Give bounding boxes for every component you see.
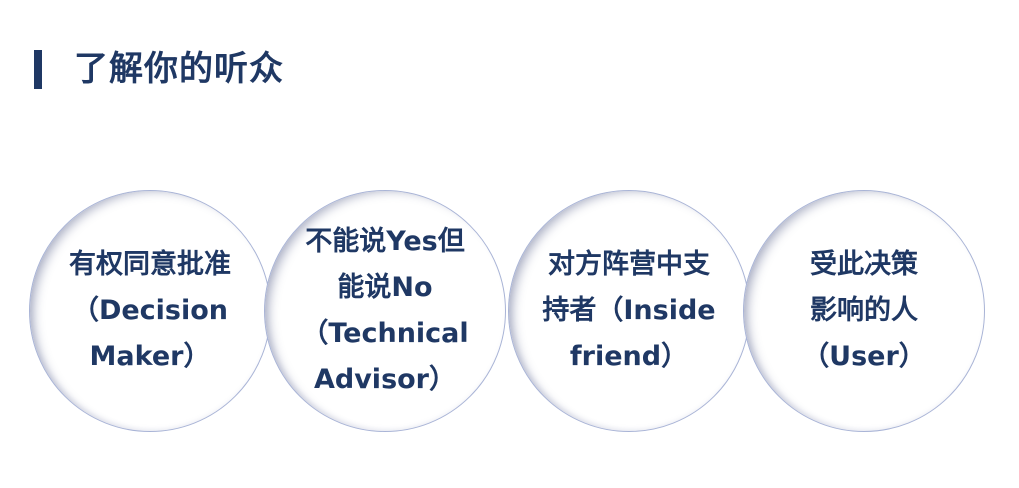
circle-text: 受此决策 影响的人 （User） [774, 242, 954, 380]
circle-line: 能说No [337, 272, 433, 303]
title-accent-bar [34, 50, 42, 89]
circle-decision-maker: 有权同意批准 （Decision Maker） [29, 190, 271, 432]
circle-line: 受此决策 [810, 249, 918, 280]
page-title: 了解你的听众 [74, 49, 284, 89]
circle-line: （Decision [71, 295, 229, 326]
circle-line: Maker） [89, 341, 211, 372]
circle-line: 有权同意批准 [69, 249, 231, 280]
circle-line: 影响的人 [810, 295, 918, 326]
circle-line: 持者（Inside [542, 295, 716, 326]
circle-line: friend） [569, 341, 689, 372]
circle-technical-advisor: 不能说Yes但 能说No （Technical Advisor） [264, 190, 506, 432]
circle-text: 对方阵营中支 持者（Inside friend） [539, 242, 719, 380]
circle-inside-friend: 对方阵营中支 持者（Inside friend） [508, 190, 750, 432]
circle-line: （User） [802, 341, 926, 372]
circle-line: Advisor） [313, 364, 456, 395]
circle-line: 不能说Yes但 [305, 226, 465, 257]
circle-text: 不能说Yes但 能说No （Technical Advisor） [295, 219, 475, 403]
circle-line: 对方阵营中支 [548, 249, 710, 280]
circle-text: 有权同意批准 （Decision Maker） [60, 242, 240, 380]
circle-line: （Technical [301, 318, 469, 349]
circle-user: 受此决策 影响的人 （User） [743, 190, 985, 432]
